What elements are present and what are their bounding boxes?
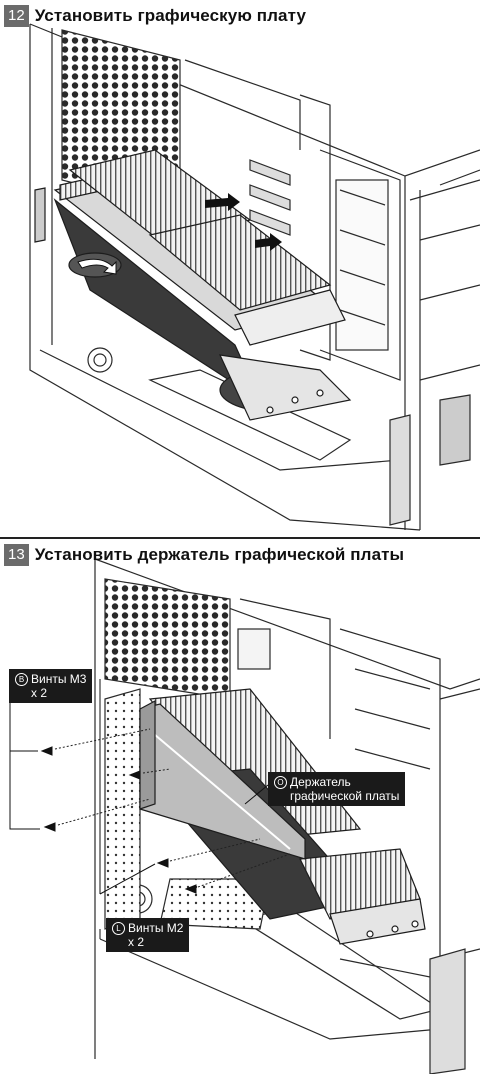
step-12-heading: 12 Установить графическую плату (4, 5, 306, 27)
callout-label-line2: графической платы (290, 789, 400, 803)
callout-label: Винты M2 (128, 921, 184, 935)
step-title: Установить графическую плату (34, 6, 307, 25)
callout-label: Держатель (290, 775, 351, 789)
step-13-heading: 13 Установить держатель графической плат… (4, 544, 404, 566)
step-title: Установить держатель графической платы (34, 545, 405, 564)
badge-b: B (15, 673, 28, 686)
step-13-panel: 13 Установить держатель графической плат… (0, 539, 480, 1074)
badge-o: O (274, 776, 287, 789)
screws (40, 746, 197, 894)
badge-l: L (112, 922, 125, 935)
step-divider (0, 537, 480, 539)
callout-quantity: x 2 (31, 686, 48, 700)
step-number: 13 (4, 544, 29, 566)
callout-quantity: x 2 (128, 935, 145, 949)
step-12-panel: 12 Установить графическую плату (4, 5, 480, 531)
step-13-illustration (9, 558, 480, 1074)
callout-label: Винты M3 (31, 672, 87, 686)
step-12-illustration (29, 23, 480, 531)
step-number: 12 (4, 5, 29, 27)
